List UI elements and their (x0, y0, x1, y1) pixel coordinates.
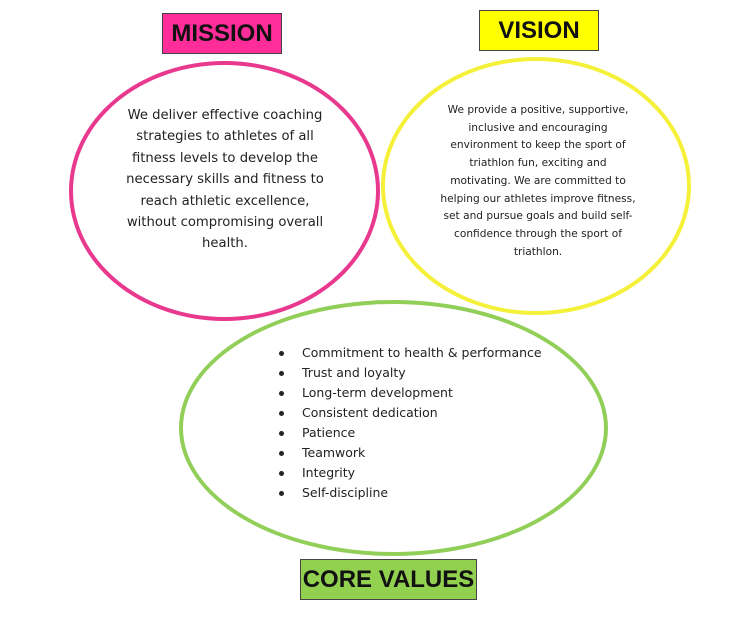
core-value-item: Commitment to health & performance (278, 343, 542, 363)
core-value-item: Long-term development (278, 383, 542, 403)
core-value-item: Consistent dedication (278, 403, 542, 423)
core-value-item: Self-discipline (278, 483, 542, 503)
core-values-list: Commitment to health & performance Trust… (278, 343, 542, 503)
core-values-title: CORE VALUES (300, 559, 477, 600)
mission-ellipse (69, 61, 380, 321)
core-values-ellipse (179, 300, 608, 556)
vision-title: VISION (479, 10, 599, 51)
vision-statement: We provide a positive, supportive, inclu… (440, 104, 636, 258)
core-value-item: Trust and loyalty (278, 363, 542, 383)
vision-ellipse (381, 57, 691, 315)
core-value-item: Integrity (278, 463, 542, 483)
core-value-item: Patience (278, 423, 542, 443)
mission-statement: We deliver effective coaching strategies… (126, 108, 324, 252)
core-value-item: Teamwork (278, 443, 542, 463)
mission-title: MISSION (162, 13, 282, 54)
